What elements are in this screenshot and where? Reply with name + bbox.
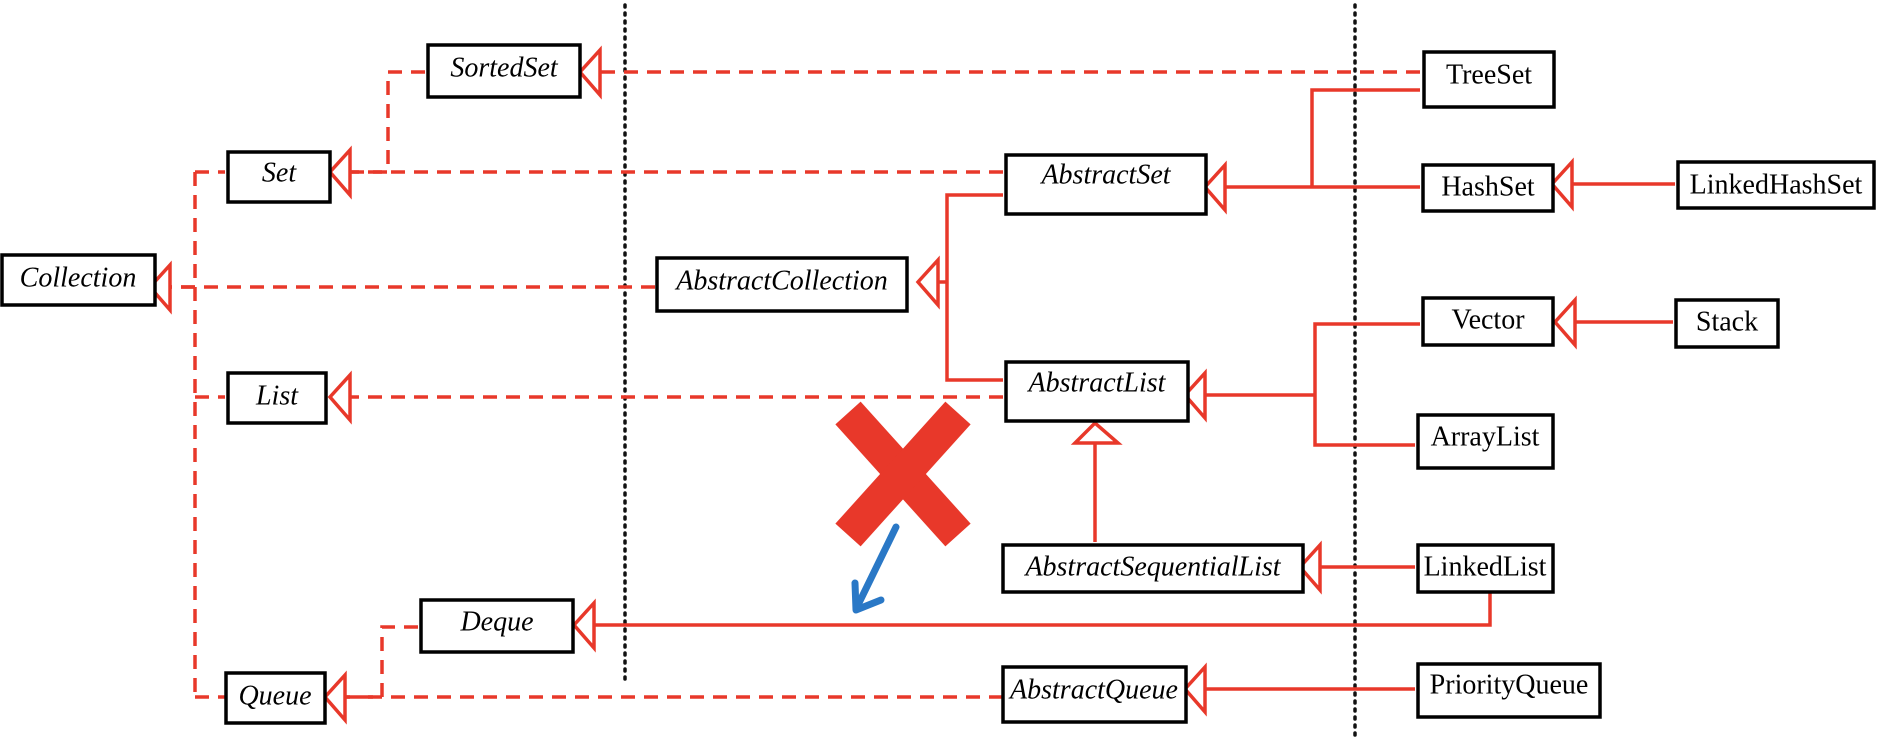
abstract-bracket xyxy=(945,193,1003,382)
node-priorityqueue: PriorityQueue xyxy=(1416,662,1602,719)
node-set: Set xyxy=(226,150,332,204)
arrowhead-abstractqueue xyxy=(1182,662,1207,717)
node-abstractset: AbstractSet xyxy=(1004,153,1208,216)
arrowhead-list xyxy=(327,370,352,425)
arrowhead-sortedset xyxy=(577,45,602,100)
list-impl-bracket xyxy=(1313,322,1420,447)
node-arraylist: ArrayList xyxy=(1416,413,1555,470)
node-linkedhashset: LinkedHashSet xyxy=(1676,160,1876,210)
node-label: LinkedList xyxy=(1424,552,1547,583)
node-label: PriorityQueue xyxy=(1430,670,1589,701)
node-label: TreeSet xyxy=(1446,60,1532,91)
arrowhead-set xyxy=(327,145,352,200)
arrowhead-vector xyxy=(1552,295,1577,350)
node-abstractlist: AbstractList xyxy=(1004,360,1190,423)
node-collection: Collection xyxy=(0,253,157,307)
red-x-icon xyxy=(835,401,971,547)
node-abstractsequentiallist: AbstractSequentialList xyxy=(1001,543,1305,594)
arrowhead-collection xyxy=(147,260,172,315)
node-label: AbstractCollection xyxy=(674,266,888,297)
linkedlist-to-deque xyxy=(594,592,1492,627)
node-label: Stack xyxy=(1696,307,1758,338)
node-queue: Queue xyxy=(224,671,327,725)
node-treeset: TreeSet xyxy=(1422,50,1556,109)
arrowhead-abstractset xyxy=(1202,160,1227,215)
node-label: Queue xyxy=(238,681,311,712)
node-abstractcollection: AbstractCollection xyxy=(655,256,909,313)
arrowhead-hashset xyxy=(1549,157,1574,212)
node-label: List xyxy=(255,381,299,412)
node-label: SortedSet xyxy=(450,53,559,84)
relationships xyxy=(147,45,1675,725)
sortedset-to-set xyxy=(350,70,425,174)
arrowhead-abstractlist-bottom xyxy=(1070,420,1123,445)
node-label: AbstractQueue xyxy=(1008,675,1178,706)
treeset-to-abstractset xyxy=(1310,88,1420,187)
node-linkedlist: LinkedList xyxy=(1416,543,1555,594)
node-hashset: HashSet xyxy=(1421,163,1555,213)
blue-arrow-icon xyxy=(851,523,900,614)
node-vector: Vector xyxy=(1421,296,1555,347)
node-list: List xyxy=(226,371,328,425)
arrowhead-deque xyxy=(571,598,596,653)
arrowhead-abstractsequentiallist xyxy=(1297,540,1322,595)
node-label: ArrayList xyxy=(1431,422,1540,453)
node-label: AbstractList xyxy=(1027,368,1167,399)
node-label: HashSet xyxy=(1441,172,1535,203)
arrowhead-abstractlist xyxy=(1182,368,1207,423)
node-stack: Stack xyxy=(1674,298,1780,349)
node-label: Vector xyxy=(1451,305,1525,336)
node-label: Set xyxy=(262,158,297,189)
deque-to-queue xyxy=(345,625,418,699)
node-label: Collection xyxy=(20,263,137,294)
node-sortedset: SortedSet xyxy=(426,43,582,99)
node-label: AbstractSequentialList xyxy=(1023,552,1281,583)
node-label: AbstractSet xyxy=(1039,160,1171,191)
node-label: LinkedHashSet xyxy=(1690,170,1863,201)
node-label: Deque xyxy=(459,607,533,638)
node-deque: Deque xyxy=(419,598,575,654)
arrowhead-abstractcollection xyxy=(915,255,940,310)
node-abstractqueue: AbstractQueue xyxy=(1001,665,1188,724)
arrowhead-queue xyxy=(322,670,347,725)
